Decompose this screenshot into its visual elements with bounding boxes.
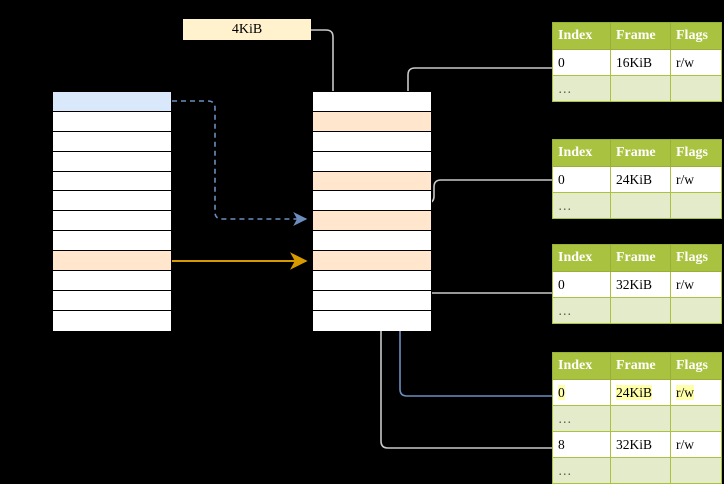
virtual-row[interactable] [53, 231, 171, 252]
cell-index: … [552, 457, 611, 484]
table-row[interactable]: … [552, 405, 722, 432]
virtual-row[interactable] [53, 290, 171, 311]
virtual-row[interactable] [53, 151, 171, 172]
table-header-row: Index Frame Flags [552, 244, 722, 272]
connector-page-table-2-to-physical-row-7 [419, 179, 552, 222]
column-header-frame: Frame [610, 22, 671, 50]
table-row[interactable]: 8 32KiB r/w [552, 431, 722, 458]
virtual-address-space-column [52, 91, 172, 331]
cell-frame: 24KiB [610, 166, 671, 193]
physical-memory-column [312, 91, 432, 331]
page-table-4: Index Frame Flags 0 24KiB r/w … 8 32KiB … [552, 352, 722, 484]
table-row[interactable]: … [552, 75, 722, 102]
cell-frame: 16KiB [610, 49, 671, 76]
virtual-row[interactable] [53, 191, 171, 212]
physical-row[interactable] [313, 92, 431, 112]
page-table-3: Index Frame Flags 0 32KiB r/w … [552, 244, 722, 324]
cell-flags: r/w [670, 431, 722, 458]
cell-flags [670, 75, 722, 102]
page-table-1: Index Frame Flags 0 16KiB r/w … [552, 22, 722, 102]
table-row[interactable]: … [552, 192, 722, 219]
physical-row[interactable] [313, 131, 431, 152]
cell-index: 8 [552, 431, 611, 458]
physical-row[interactable] [313, 171, 431, 192]
cell-frame [610, 192, 671, 219]
physical-row[interactable] [313, 231, 431, 252]
page-table-2: Index Frame Flags 0 24KiB r/w … [552, 139, 722, 219]
cell-index: 0 [552, 49, 611, 76]
cell-flags [670, 297, 722, 324]
virtual-row[interactable] [53, 131, 171, 152]
column-header-index: Index [552, 352, 611, 380]
cell-index: 0 [552, 379, 611, 406]
virtual-row[interactable] [53, 211, 171, 232]
cell-frame [610, 75, 671, 102]
connector-virtual-row-1-to-physical-row-7 [172, 100, 308, 227]
cell-flags: r/w [670, 271, 722, 298]
column-header-index: Index [552, 22, 611, 50]
table-header-row: Index Frame Flags [552, 352, 722, 380]
virtual-row[interactable] [53, 310, 171, 331]
physical-row[interactable] [313, 151, 431, 172]
page-size-label: 4KiB [183, 19, 311, 40]
cell-index: … [552, 75, 611, 102]
column-header-frame: Frame [610, 139, 671, 167]
column-header-frame: Frame [610, 352, 671, 380]
virtual-row[interactable] [53, 92, 171, 112]
virtual-row[interactable] [53, 271, 171, 291]
physical-row[interactable] [313, 211, 431, 232]
cell-index: … [552, 297, 611, 324]
cell-index: … [552, 192, 611, 219]
virtual-row[interactable] [53, 111, 171, 132]
column-header-flags: Flags [670, 352, 722, 380]
column-header-flags: Flags [670, 244, 722, 272]
table-header-row: Index Frame Flags [552, 22, 722, 50]
virtual-row[interactable] [53, 251, 171, 272]
cell-frame-value: 24KiB [616, 384, 653, 400]
physical-row[interactable] [313, 111, 431, 132]
column-header-index: Index [552, 244, 611, 272]
table-row-highlighted[interactable]: 0 24KiB r/w [552, 379, 722, 406]
physical-row[interactable] [313, 271, 431, 291]
virtual-row[interactable] [53, 171, 171, 192]
cell-frame [610, 457, 671, 484]
cell-frame: 32KiB [610, 271, 671, 298]
cell-flags: r/w [670, 166, 722, 193]
table-row[interactable]: … [552, 297, 722, 324]
cell-flags-value: r/w [676, 384, 694, 400]
cell-flags [670, 457, 722, 484]
cell-frame: 32KiB [610, 431, 671, 458]
table-row[interactable]: … [552, 457, 722, 484]
table-row[interactable]: 0 32KiB r/w [552, 271, 722, 298]
physical-row[interactable] [313, 251, 431, 272]
cell-index: 0 [552, 166, 611, 193]
cell-flags: r/w [670, 49, 722, 76]
cell-index: … [552, 405, 611, 432]
column-header-flags: Flags [670, 139, 722, 167]
cell-frame [610, 405, 671, 432]
cell-frame [610, 297, 671, 324]
physical-row[interactable] [313, 191, 431, 212]
physical-row[interactable] [313, 290, 431, 311]
cell-flags [670, 192, 722, 219]
cell-index-value: 0 [558, 384, 565, 400]
cell-frame: 24KiB [610, 379, 671, 406]
column-header-frame: Frame [610, 244, 671, 272]
column-header-flags: Flags [670, 22, 722, 50]
table-row[interactable]: 0 16KiB r/w [552, 49, 722, 76]
cell-flags [670, 405, 722, 432]
table-header-row: Index Frame Flags [552, 139, 722, 167]
table-row[interactable]: 0 24KiB r/w [552, 166, 722, 193]
column-header-index: Index [552, 139, 611, 167]
connector-page-table-3-to-physical-row-9 [420, 268, 552, 294]
cell-index: 0 [552, 271, 611, 298]
cell-flags: r/w [670, 379, 722, 406]
physical-row[interactable] [313, 310, 431, 331]
